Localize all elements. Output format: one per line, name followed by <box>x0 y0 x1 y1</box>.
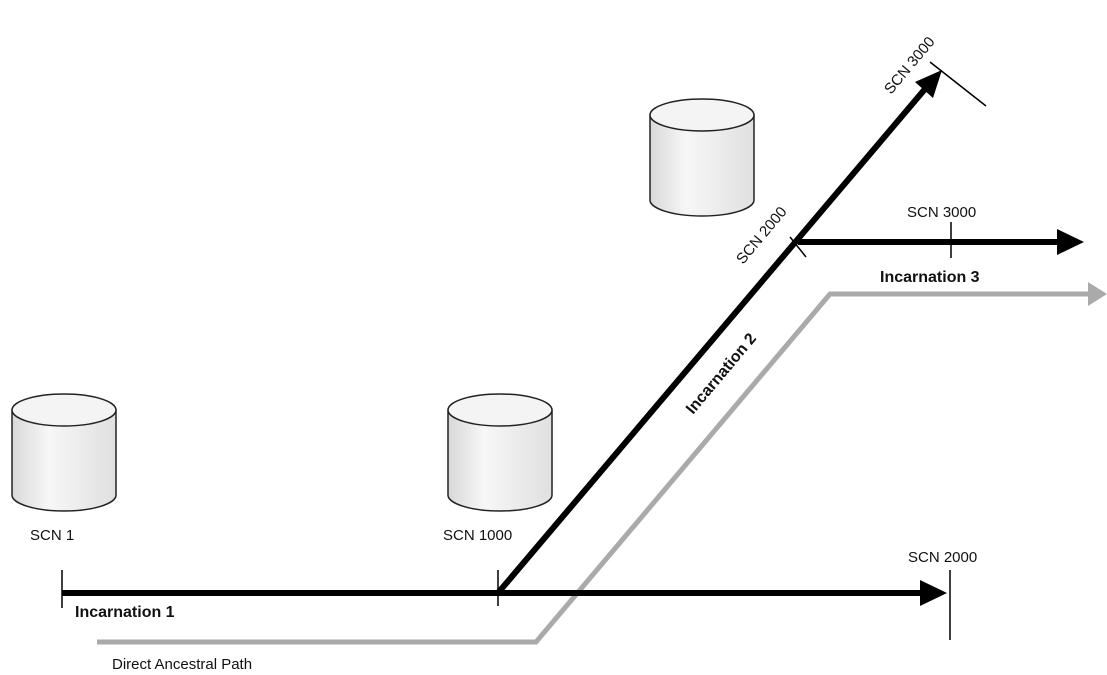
database-icon <box>11 393 117 512</box>
incarnation-3-line <box>798 222 1084 258</box>
incarnation-2-line <box>495 61 987 595</box>
incarnation-1-line <box>61 570 951 640</box>
label-scn3000-inc3: SCN 3000 <box>907 204 976 221</box>
tick-scn2000-inc2 <box>789 236 807 258</box>
label-scn2000-inc1: SCN 2000 <box>908 549 977 566</box>
database-icon <box>447 393 553 512</box>
tick-scn3000-inc2 <box>929 61 987 107</box>
label-incarnation-2: Incarnation 2 <box>683 330 760 417</box>
label-incarnation-3: Incarnation 3 <box>880 269 980 286</box>
ancestral-path-line <box>97 282 1107 645</box>
database-icon <box>649 98 755 217</box>
label-ancestral-path: Direct Ancestral Path <box>112 656 252 673</box>
label-incarnation-1: Incarnation 1 <box>75 604 175 621</box>
label-scn1000: SCN 1000 <box>443 527 512 544</box>
label-scn1: SCN 1 <box>30 527 74 544</box>
